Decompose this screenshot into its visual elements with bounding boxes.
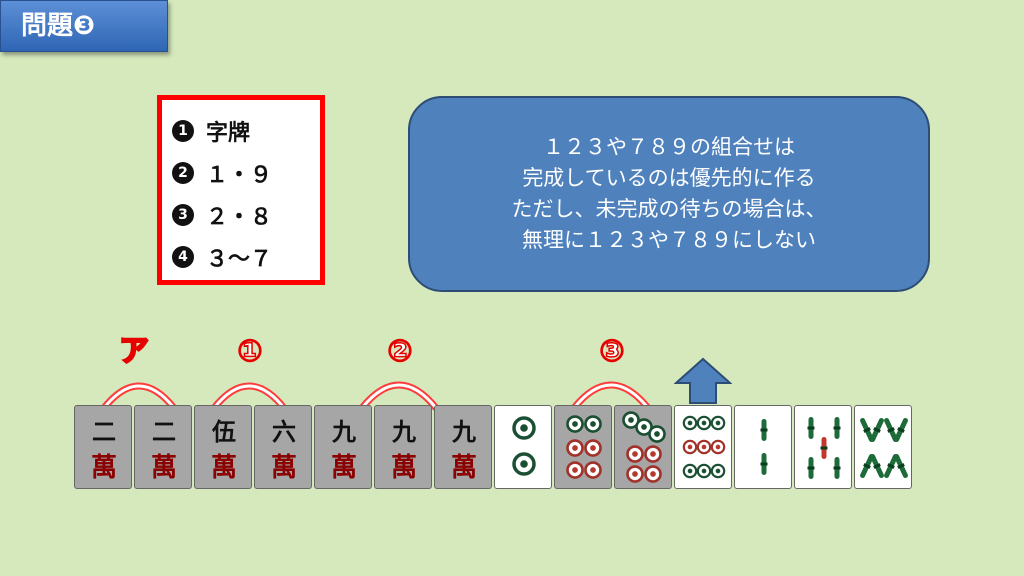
tile-rank-label: 伍 <box>212 417 236 446</box>
tile-category-legend: 1 字牌 2 １・９ 3 ２・８ 4 ３～７ <box>157 95 325 285</box>
tile-man-二[interactable]: 二萬 <box>74 405 132 489</box>
legend-item-honors: 1 字牌 <box>172 110 320 152</box>
man-tile-face-icon: 六萬 <box>271 417 297 483</box>
group-arc-a <box>100 382 178 412</box>
pin-tile-face-icon <box>566 415 602 479</box>
tile-man-九[interactable]: 九萬 <box>434 405 492 489</box>
tile-pin-9[interactable] <box>674 405 732 489</box>
tile-rank-label: 六 <box>272 417 296 446</box>
pin-tile-face-icon <box>682 415 726 479</box>
tile-rank-label: 二 <box>152 417 176 446</box>
marker-1-text: ① <box>237 333 264 370</box>
legend-label: １・９ <box>206 163 273 188</box>
man-tile-face-icon: 二萬 <box>91 417 117 483</box>
note-line-3: ただし、未完成の待ちの場合は、 <box>511 197 827 221</box>
tile-suit-label: 萬 <box>451 453 477 483</box>
legend-number-3: 3 <box>172 204 194 226</box>
tile-sou-5[interactable] <box>794 405 852 489</box>
tile-pin-7[interactable] <box>614 405 672 489</box>
tile-man-六[interactable]: 六萬 <box>254 405 312 489</box>
group-arc-1 <box>210 382 288 412</box>
tile-man-伍[interactable]: 伍萬 <box>194 405 252 489</box>
note-line-2: 完成しているのは優先的に作る <box>522 166 816 190</box>
note-line-4: 無理に１２３や７８９にしない <box>522 228 816 252</box>
marker-3: ③ <box>592 333 632 374</box>
tile-man-二[interactable]: 二萬 <box>134 405 192 489</box>
tile-pin-6[interactable] <box>554 405 612 489</box>
legend-number-1: 1 <box>172 120 194 142</box>
up-arrow-icon <box>674 357 732 404</box>
marker-2-text: ② <box>387 333 414 370</box>
tile-rank-label: 九 <box>331 417 356 446</box>
explanation-note: １２３や７８９の組合せは 完成しているのは優先的に作る ただし、未完成の待ちの場… <box>408 96 930 292</box>
man-tile-face-icon: 九萬 <box>451 417 477 483</box>
pin-tile-face-icon <box>512 416 536 476</box>
legend-label: ２・８ <box>206 205 273 230</box>
legend-item-two-eight: 3 ２・８ <box>172 194 320 236</box>
man-tile-face-icon: 九萬 <box>391 417 417 483</box>
tile-pin-2[interactable] <box>494 405 552 489</box>
tile-rank-label: 二 <box>92 417 116 446</box>
sou-tile-face-icon <box>860 417 908 479</box>
sou-tile-face-icon <box>760 419 768 475</box>
legend-label: 字牌 <box>206 121 251 146</box>
legend-item-terminals: 2 １・９ <box>172 152 320 194</box>
marker-a: ア <box>114 326 154 370</box>
legend-number-4: 4 <box>172 246 194 268</box>
marker-1: ① <box>230 333 270 374</box>
legend-item-middle: 4 ３～７ <box>172 236 320 278</box>
marker-3-text: ③ <box>599 333 626 370</box>
legend-label: ３～７ <box>206 247 273 272</box>
question-title: 問題❸ <box>0 0 168 52</box>
tile-man-九[interactable]: 九萬 <box>374 405 432 489</box>
tile-rank-label: 九 <box>391 417 416 446</box>
man-tile-face-icon: 二萬 <box>151 417 177 483</box>
group-arc-3 <box>570 381 652 412</box>
tile-suit-label: 萬 <box>271 453 297 483</box>
marker-2: ② <box>380 333 420 374</box>
marker-a-text: ア <box>118 333 150 370</box>
tile-suit-label: 萬 <box>331 453 357 483</box>
tile-suit-label: 萬 <box>151 453 177 483</box>
tile-suit-label: 萬 <box>91 453 117 483</box>
tile-sou-2[interactable] <box>734 405 792 489</box>
tile-suit-label: 萬 <box>211 453 237 483</box>
man-tile-face-icon: 九萬 <box>331 417 357 483</box>
group-arc-2 <box>358 381 440 412</box>
tile-sou-8[interactable] <box>854 405 912 489</box>
question-title-text: 問題❸ <box>21 11 96 41</box>
pin-tile-face-icon <box>622 411 666 483</box>
legend-number-2: 2 <box>172 162 194 184</box>
sou-tile-face-icon <box>807 417 841 479</box>
tile-man-九[interactable]: 九萬 <box>314 405 372 489</box>
tile-rank-label: 九 <box>451 417 476 446</box>
man-tile-face-icon: 伍萬 <box>211 417 237 483</box>
note-line-1: １２３や７８９の組合せは <box>543 135 795 159</box>
tile-suit-label: 萬 <box>391 453 417 483</box>
